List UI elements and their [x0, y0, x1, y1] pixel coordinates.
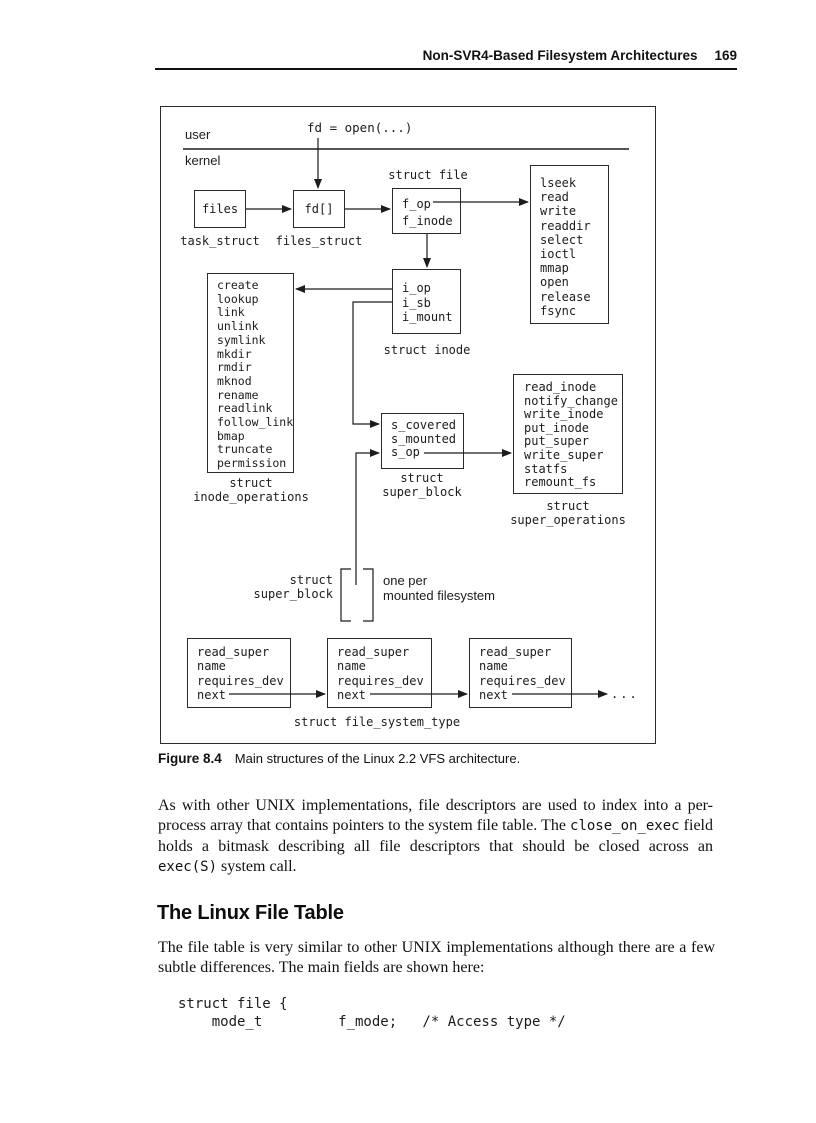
super-block-box: s_covered s_mounted s_op	[381, 413, 464, 469]
header-rule	[155, 68, 737, 70]
one-per-mounted-fs-note: one per mounted filesystem	[383, 573, 495, 603]
struct-file-box: f_op f_inode	[392, 188, 461, 234]
super-operations-box: read_inode notify_change write_inode put…	[513, 374, 623, 494]
user-region-label: user	[185, 127, 211, 142]
file-operations-box: lseek read write readdir select ioctl mm…	[530, 165, 609, 324]
page-number: 169	[714, 48, 737, 63]
exec-code: exec(S)	[158, 859, 218, 876]
section-heading: The Linux File Table	[157, 902, 344, 924]
open-call-label: fd = open(...)	[307, 120, 413, 135]
task-struct-caption: task_struct	[180, 234, 260, 248]
running-header: Non-SVR4-Based Filesystem Architectures …	[423, 48, 737, 64]
para1-text: As with other UNIX implementations, file…	[158, 797, 713, 835]
figure-caption: Figure 8.4 Main structures of the Linux 2…	[158, 751, 520, 767]
file-system-type-box-1: read_super name requires_dev next	[187, 638, 291, 708]
isb-to-superblock-arrow	[352, 301, 392, 428]
struct-file-title: struct file	[388, 168, 468, 182]
body-paragraph-1: As with other UNIX implementations, file…	[158, 796, 713, 878]
figure-caption-label: Figure 8.4	[158, 751, 222, 766]
inode-operations-caption: struct inode_operations	[193, 476, 309, 504]
file-system-type-caption: struct file_system_type	[293, 715, 461, 729]
code-listing: struct file { mode_t f_mode; /* Access t…	[178, 996, 566, 1030]
close-on-exec-code: close_on_exec	[570, 818, 680, 835]
struct-inode-box: i_op i_sb i_mount	[392, 269, 461, 334]
kernel-region-label: kernel	[185, 153, 221, 168]
para1-text-2: field holds a bitmask describing all fil…	[158, 817, 713, 855]
sb-instance-label: struct super_block	[253, 573, 333, 601]
fd-array-box: fd[]	[293, 190, 345, 228]
files-struct-caption: files_struct	[275, 234, 363, 248]
super-block-caption: struct super_block	[382, 471, 462, 499]
struct-inode-caption: struct inode	[383, 343, 471, 357]
chain-ellipsis: ...	[611, 687, 639, 701]
figure-8-4-diagram: user kernel fd = open(...) files fd[] ta…	[160, 106, 656, 744]
chapter-title: Non-SVR4-Based Filesystem Architectures	[422, 48, 698, 63]
file-system-type-box-3: read_super name requires_dev next	[469, 638, 572, 708]
file-system-type-box-2: read_super name requires_dev next	[327, 638, 432, 708]
sb-instance-bracket-right	[363, 568, 374, 622]
body-paragraph-2: The file table is very similar to other …	[158, 939, 715, 977]
para1-text-3: system call.	[217, 858, 297, 876]
files-box: files	[194, 190, 246, 228]
sb-instance-bracket-left	[340, 568, 351, 622]
super-operations-caption: struct super_operations	[510, 499, 626, 527]
figure-caption-text: Main structures of the Linux 2.2 VFS arc…	[234, 751, 521, 766]
inode-operations-box: create lookup link unlink symlink mkdir …	[207, 273, 294, 473]
